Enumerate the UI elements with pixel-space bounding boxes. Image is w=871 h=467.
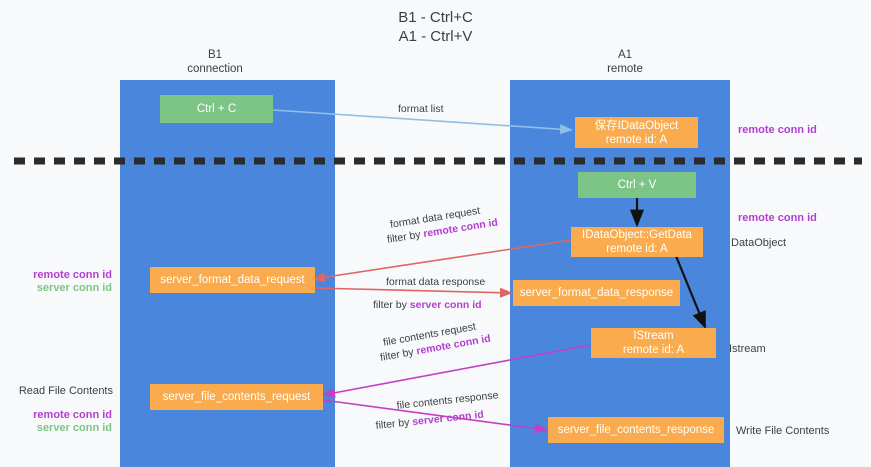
side-label-left-remote-conn-id-bot: remote conn id bbox=[33, 409, 112, 421]
node-istream[interactable]: IStream remote id: A bbox=[591, 328, 716, 358]
lane-title-b1: B1 connection bbox=[187, 49, 243, 75]
side-label-left-remote-conn-id-mid: remote conn id bbox=[33, 269, 112, 281]
node-save-idataobject[interactable]: 保存IDataObject remote id: A bbox=[575, 117, 698, 148]
keyword-server-conn-id: server conn id bbox=[409, 299, 482, 311]
filter-by-text: filter by bbox=[375, 416, 413, 432]
node-server-format-data-response[interactable]: server_format_data_response bbox=[513, 280, 680, 306]
side-label-left-server-conn-id-bot: server conn id bbox=[36, 422, 112, 434]
node-server-file-contents-response[interactable]: server_file_contents_response bbox=[548, 417, 724, 443]
node-idataobject-getdata[interactable]: IDataObject::GetData remote id: A bbox=[571, 227, 703, 257]
side-label-remote-conn-id-top: remote conn id bbox=[738, 124, 817, 136]
diagram-title: B1 - Ctrl+C A1 - Ctrl+V bbox=[398, 9, 473, 45]
side-label-left-server-conn-id-mid: server conn id bbox=[36, 282, 112, 294]
edge-label-file-contents-response-filter: filter by server conn id bbox=[375, 408, 484, 433]
edge-label-format-data-response: format data response bbox=[386, 276, 486, 288]
side-label-write-file-contents: Write File Contents bbox=[736, 425, 830, 437]
node-ctrl-c[interactable]: Ctrl + C bbox=[160, 95, 273, 123]
side-label-dataobject: DataObject bbox=[731, 237, 787, 249]
side-label-read-file-contents: Read File Contents bbox=[18, 385, 113, 397]
node-server-file-contents-request[interactable]: server_file_contents_request bbox=[150, 384, 323, 410]
filter-by-text: filter by bbox=[373, 299, 410, 311]
node-ctrl-v[interactable]: Ctrl + V bbox=[578, 172, 696, 198]
edge-label-file-contents-response: file contents response bbox=[396, 389, 499, 412]
edge-label-format-data-response-filter: filter by server conn id bbox=[373, 298, 482, 312]
edge-label-format-list: format list bbox=[398, 103, 444, 115]
side-label-istream: Istream bbox=[729, 343, 766, 355]
lane-title-a1: A1 remote bbox=[607, 49, 643, 75]
node-server-format-data-request[interactable]: server_format_data_request bbox=[150, 267, 315, 293]
keyword-server-conn-id: server conn id bbox=[411, 408, 485, 429]
side-label-remote-conn-id-mid: remote conn id bbox=[738, 212, 817, 224]
